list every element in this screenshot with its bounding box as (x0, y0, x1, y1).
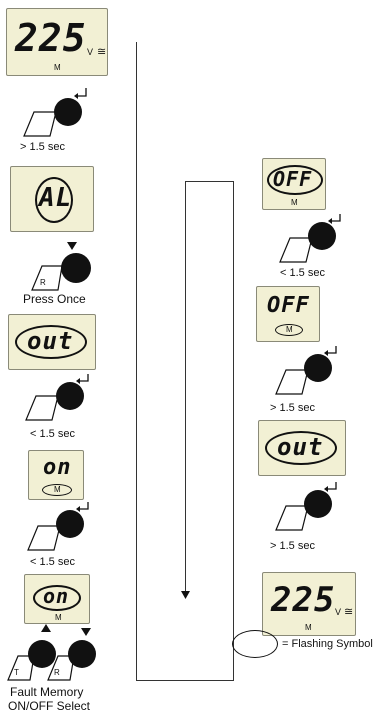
lcd-reading: out (27, 327, 74, 355)
flashing-symbol (35, 177, 73, 223)
flashing-symbol-legend-label: = Flashing Symbol (282, 638, 373, 650)
button-press-icon (27, 502, 89, 551)
button-press-icon (275, 482, 337, 531)
lcd-mode: M (55, 613, 62, 622)
flashing-symbol (267, 165, 323, 195)
duration-label: > 1.5 sec (270, 402, 315, 414)
arrow-down-icon (181, 591, 190, 599)
lcd-display-on-flashing: on M (24, 574, 90, 624)
press-once-label: Press Once (23, 292, 86, 306)
button-press-icon (279, 214, 341, 263)
lcd-reading: on (43, 584, 70, 608)
lcd-mode: M (291, 198, 298, 207)
two-button-press-icon (7, 624, 96, 681)
flow-line-left-vertical (136, 42, 137, 680)
lcd-display-al: AL (10, 166, 94, 232)
lcd-mode: M (54, 485, 61, 494)
button-letter-r: R (54, 668, 60, 677)
fault-memory-label: Fault Memory (10, 685, 84, 699)
ac-dc-symbol: ≅ (344, 606, 354, 618)
lcd-display-out: out (8, 314, 96, 370)
reset-button-icon (31, 242, 91, 291)
lcd-unit: V (335, 607, 342, 617)
button-press-icon (23, 88, 87, 137)
flashing-symbol (275, 324, 303, 336)
ac-dc-symbol: ≅ (97, 46, 107, 58)
lcd-display-off-flashing: OFF M (262, 158, 326, 210)
lcd-reading: out (277, 433, 324, 461)
lcd-mode: M (54, 63, 61, 72)
lcd-display-on: on M (28, 450, 84, 500)
flow-line-bottom (136, 680, 233, 681)
lcd-unit: V (87, 47, 94, 57)
lcd-display-225: 225 V ≅ M (6, 8, 108, 76)
button-letter-r: R (40, 278, 46, 287)
lcd-reading: OFF (273, 167, 313, 191)
flashing-symbol (33, 585, 81, 611)
duration-label: < 1.5 sec (30, 428, 75, 440)
flashing-symbol-legend-oval (232, 630, 278, 658)
lcd-reading: 225 (271, 580, 336, 620)
lcd-display-off-m-flashing: OFF M (256, 286, 320, 342)
lcd-display-out: out (258, 420, 346, 476)
button-letter-t: T (14, 668, 19, 677)
lcd-mode: M (286, 325, 293, 334)
lcd-reading: on (43, 455, 72, 480)
lcd-reading: OFF (267, 293, 310, 318)
flow-line-to-result (185, 181, 186, 593)
lcd-mode: M (305, 623, 312, 632)
duration-label: > 1.5 sec (20, 141, 65, 153)
lcd-reading: 225 (15, 16, 87, 60)
lcd-display-225-final: 225 V ≅ M (262, 572, 356, 636)
on-off-select-label: ON/OFF Select (8, 699, 91, 713)
duration-label: > 1.5 sec (270, 540, 315, 552)
lcd-reading: AL (39, 183, 73, 213)
flow-line-right-vertical (233, 181, 234, 681)
duration-label: < 1.5 sec (30, 556, 75, 568)
button-press-icon (25, 374, 89, 421)
flashing-symbol (42, 484, 72, 496)
button-press-icon (275, 346, 337, 395)
duration-label: < 1.5 sec (280, 267, 325, 279)
flashing-symbol (15, 325, 87, 359)
flashing-symbol (265, 431, 337, 465)
flow-line-top-right (185, 181, 234, 182)
